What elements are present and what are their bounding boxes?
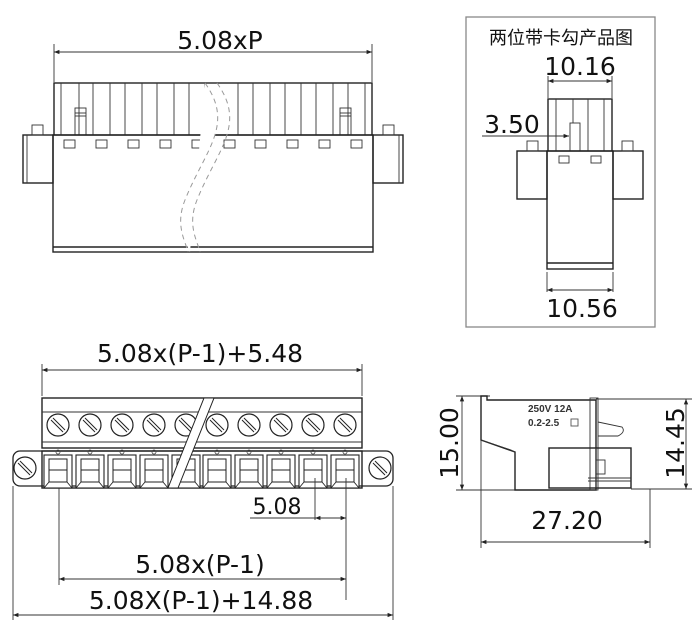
dim-label-27-20: 27.20 (531, 506, 603, 535)
dim-label-10-16: 10.16 (544, 52, 616, 81)
dim-label-overall-width: 5.08X(P-1)+14.88 (89, 586, 313, 615)
dim-label-5-08xp: 5.08xP (177, 26, 263, 55)
dim-label-14-45: 14.45 (661, 407, 690, 479)
flange-screw-left (13, 456, 37, 480)
mount-ear-left (22, 134, 54, 184)
dim-label-top-width: 5.08x(P-1)+5.48 (97, 339, 303, 368)
dim-label-3-50: 3.50 (484, 110, 540, 139)
latch-left (74, 107, 87, 136)
inset-title: 两位带卡勾产品图 (489, 28, 633, 49)
flange-screw-right (368, 456, 392, 480)
top-view: 5.08xP (22, 26, 404, 253)
inset-frame (465, 16, 656, 328)
dim-label-pin-span: 5.08x(P-1) (135, 550, 264, 579)
dim-label-15-00: 15.00 (435, 407, 464, 479)
inset-two-pole-latch: 两位带卡勾产品图 10.16 3.50 10.56 (465, 16, 656, 328)
latch-right (339, 107, 352, 136)
dim-label-pitch: 5.08 (253, 495, 302, 520)
rating-voltage-current: 250V 12A (528, 404, 572, 415)
break-line (180, 82, 219, 253)
mount-ear-right (372, 134, 404, 184)
side-view: 15.00 250V 12A 0.2-2.5 14.45 27.20 (435, 395, 692, 548)
header-plug (548, 447, 632, 489)
break-gap (167, 397, 215, 489)
front-view: 5.08x(P-1)+5.48 5.08 (12, 339, 394, 620)
rating-wire-range: 0.2-2.5 (528, 418, 560, 429)
dim-label-10-56: 10.56 (546, 294, 618, 323)
pin-windows (63, 139, 363, 149)
wire-square-icon (570, 418, 579, 427)
